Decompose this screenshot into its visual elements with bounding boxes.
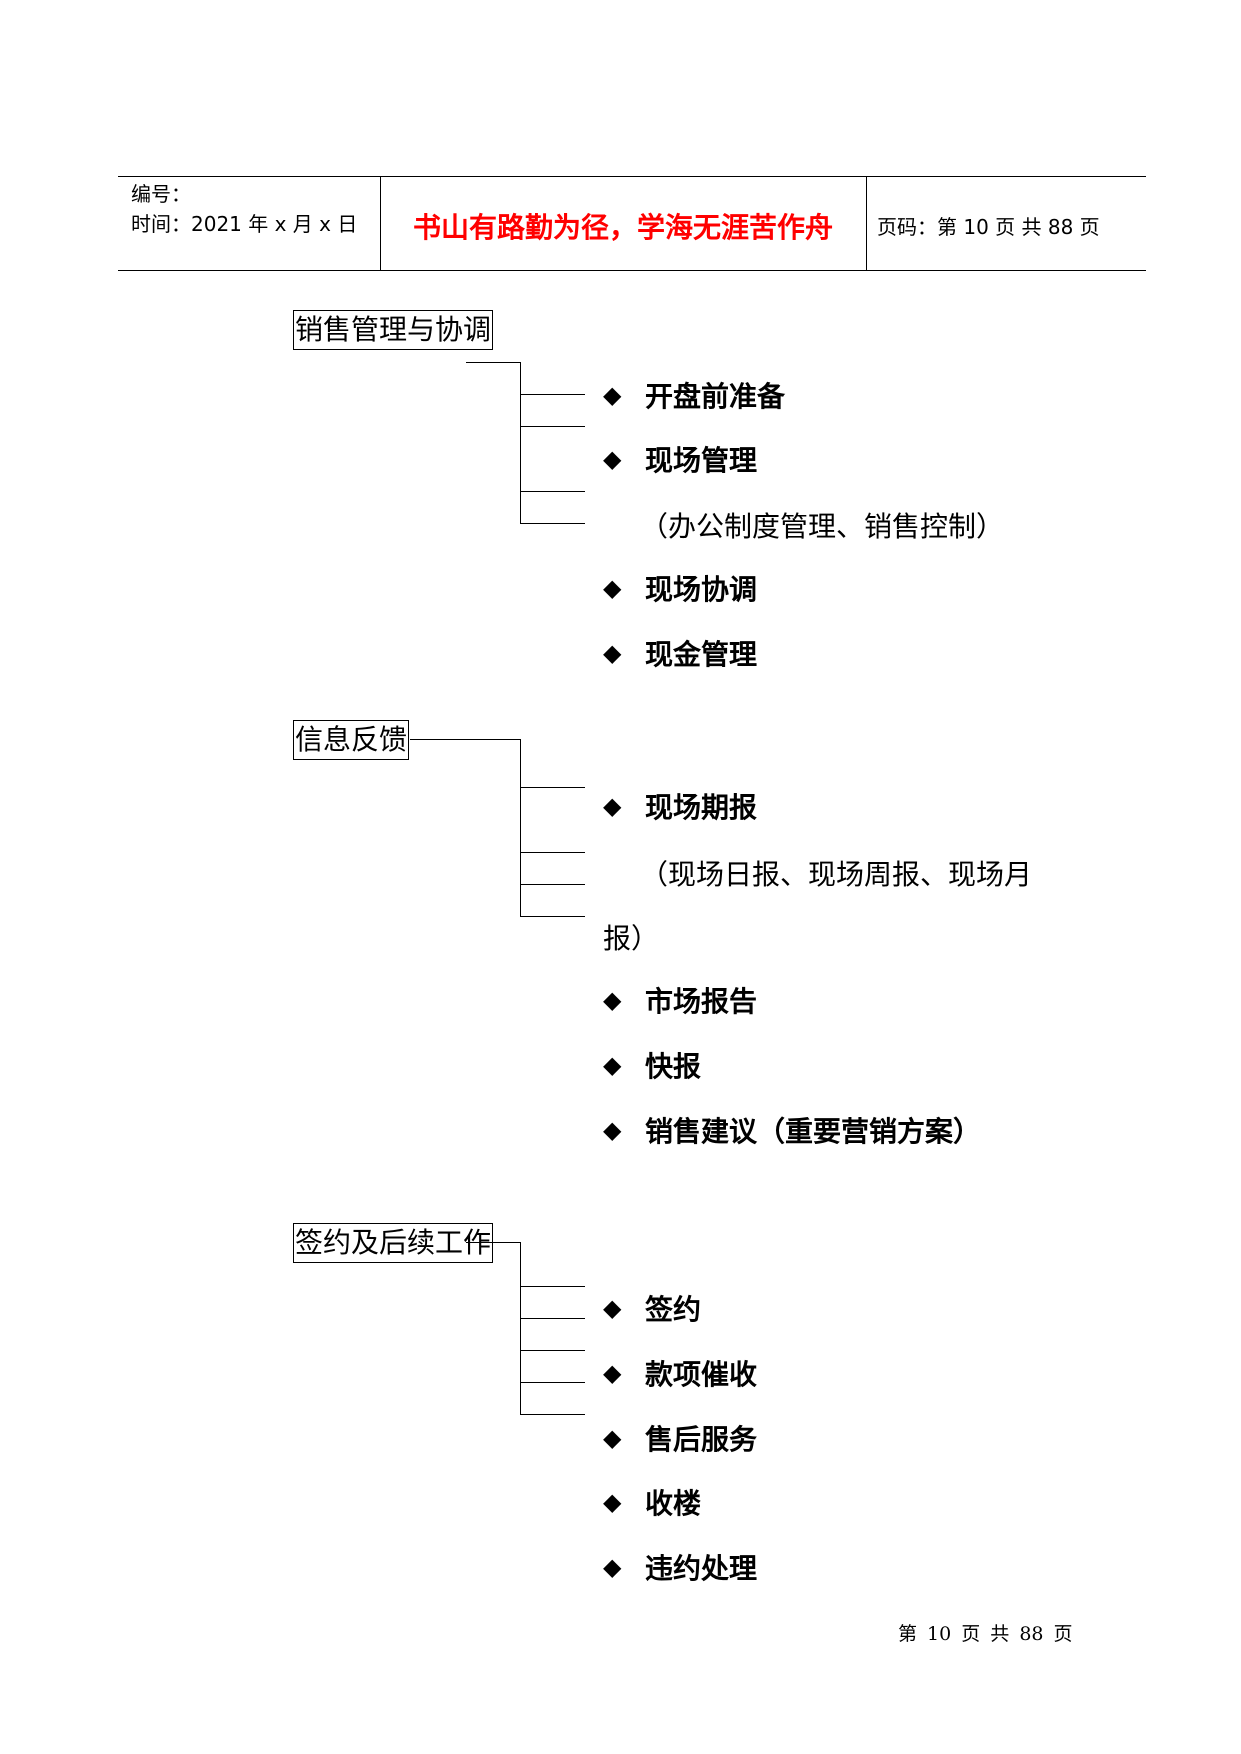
section-title-signing-and-follow-up: 签约及后续工作: [293, 1223, 494, 1263]
list-item-label: 销售建议（重要营销方案）: [645, 1115, 982, 1148]
page-info: 页码：第 10 页 共 88 页: [877, 215, 1100, 239]
diamond-bullet-icon: ◆: [603, 986, 622, 1014]
list-item-label: 市场报告: [645, 985, 758, 1018]
diamond-bullet-icon: ◆: [603, 1116, 622, 1144]
list-item-label: 款项催收: [645, 1358, 758, 1391]
list-item: ◆ 现金管理: [603, 633, 757, 673]
list-item: ◆ 销售建议（重要营销方案）: [603, 1110, 981, 1150]
list-item-label: 开盘前准备: [645, 380, 786, 413]
connector: [410, 739, 521, 740]
header-bottom-rule: [118, 270, 1146, 271]
list-item: ◆ 违约处理: [603, 1547, 757, 1587]
list-item: ◆ 现场协调: [603, 568, 757, 608]
list-item-label: 现场期报: [645, 791, 758, 824]
connector: [520, 1286, 585, 1287]
connector: [520, 362, 521, 524]
connector: [520, 787, 585, 788]
list-item-label: 现场管理: [645, 444, 758, 477]
connector: [520, 884, 585, 885]
diamond-bullet-icon: ◆: [603, 445, 622, 473]
section-title-information-feedback: 信息反馈: [293, 720, 410, 760]
list-item-label: 快报: [645, 1050, 702, 1083]
connector: [520, 1414, 585, 1415]
diamond-bullet-icon: ◆: [603, 1359, 622, 1387]
list-item-label: 现金管理: [645, 638, 758, 671]
list-item: ◆ 开盘前准备: [603, 375, 785, 415]
connector: [520, 1382, 585, 1383]
diamond-bullet-icon: ◆: [603, 1294, 622, 1322]
document-time-label: 时间：2021 年 x 月 x 日: [131, 212, 358, 236]
connector: [520, 1242, 521, 1415]
connector: [466, 362, 521, 363]
list-item: ◆ 售后服务: [603, 1418, 757, 1458]
list-item: ◆ 现场管理: [603, 439, 757, 479]
connector: [520, 739, 521, 917]
list-item: ◆ 现场期报: [603, 786, 757, 826]
diamond-bullet-icon: ◆: [603, 1424, 622, 1452]
diamond-bullet-icon: ◆: [603, 1553, 622, 1581]
page-footer: 第 10 页 共 88 页: [898, 1623, 1073, 1645]
connector: [466, 1242, 521, 1243]
list-item-label: 签约: [645, 1293, 702, 1326]
list-item: ◆ 签约: [603, 1288, 701, 1328]
list-item-label: 收楼: [645, 1487, 702, 1520]
diamond-bullet-icon: ◆: [603, 639, 622, 667]
section-note: （办公制度管理、销售控制）: [640, 510, 1005, 543]
diamond-bullet-icon: ◆: [603, 381, 622, 409]
list-item-label: 售后服务: [645, 1423, 758, 1456]
list-item: ◆ 款项催收: [603, 1353, 757, 1393]
list-item-label: 现场协调: [645, 573, 758, 606]
list-item: ◆ 收楼: [603, 1482, 701, 1522]
connector: [520, 523, 585, 524]
list-item-label: 违约处理: [645, 1552, 758, 1585]
diamond-bullet-icon: ◆: [603, 1051, 622, 1079]
connector: [520, 394, 585, 395]
diamond-bullet-icon: ◆: [603, 792, 622, 820]
section-title-sales-management: 销售管理与协调: [293, 310, 494, 350]
document-number-label: 编号：: [131, 182, 191, 206]
header-top-rule: [118, 176, 1146, 177]
diamond-bullet-icon: ◆: [603, 574, 622, 602]
connector: [520, 1318, 585, 1319]
header-divider-left: [380, 177, 381, 271]
list-item: ◆ 快报: [603, 1045, 701, 1085]
list-item: ◆ 市场报告: [603, 980, 757, 1020]
connector: [520, 916, 585, 917]
connector: [520, 491, 585, 492]
header-motto: 书山有路勤为径，学海无涯苦作舟: [412, 211, 833, 244]
header-divider-right: [866, 177, 867, 271]
section-note-line2: 报）: [603, 922, 660, 955]
diamond-bullet-icon: ◆: [603, 1488, 622, 1516]
section-note-line1: （现场日报、现场周报、现场月: [640, 858, 1033, 891]
connector: [520, 852, 585, 853]
connector: [520, 426, 585, 427]
connector: [520, 1350, 585, 1351]
